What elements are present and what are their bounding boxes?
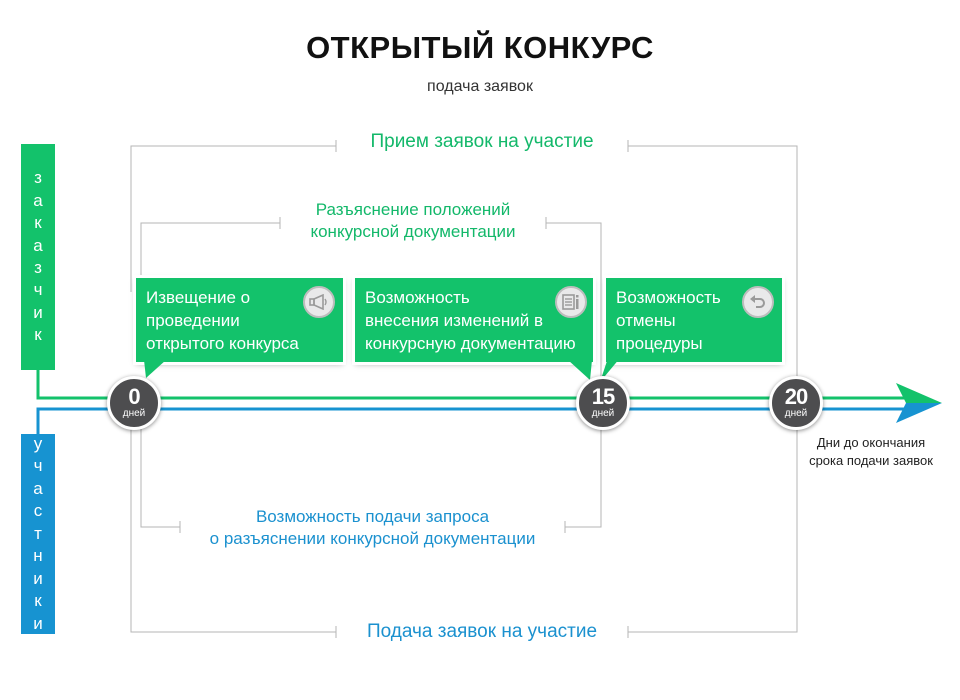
customer-letter: ч	[33, 280, 43, 300]
card-notice: Извещение о проведении открытого конкурс…	[136, 278, 343, 362]
customer-letter: а	[33, 235, 43, 255]
day-marker-15: 15 дней	[576, 376, 630, 430]
request-label-line2: о разъяснении конкурсной документации	[209, 529, 536, 548]
card-changes: Возможность внесения изменений в конкурс…	[355, 278, 593, 362]
days-caption-line1: Дни до окончания	[816, 435, 926, 450]
clarify-bracket-line	[140, 222, 602, 380]
card-cancel: Возможность отмены процедуры	[606, 278, 782, 362]
customer-label: з а к а з ч и к	[21, 144, 55, 370]
participants-letter: к	[34, 591, 42, 611]
card-changes-line: Возможность	[365, 288, 470, 307]
timeline-arrow-blue	[896, 403, 942, 423]
day-marker-0: 0 дней	[107, 376, 161, 430]
accept-bracket-line	[130, 145, 798, 414]
day-unit: дней	[591, 408, 615, 419]
request-bracket-line	[140, 428, 602, 528]
timeline-arrow-green	[896, 383, 942, 403]
card-changes-pointer	[568, 360, 592, 380]
participants-letter: у	[33, 434, 43, 454]
customer-letter: з	[34, 258, 42, 277]
card-changes-line: внесения изменений в	[365, 311, 544, 330]
submit-bracket-line	[130, 428, 798, 633]
card-notice-line: открытого конкурса	[146, 334, 299, 353]
card-cancel-line: отмены	[616, 311, 676, 330]
customer-letter: к	[34, 213, 42, 233]
day-unit: дней	[122, 408, 146, 419]
participants-label: у ч а с т н и к и	[21, 434, 55, 634]
submit-applications-label: Подача заявок на участие	[342, 620, 622, 643]
day-number: 20	[784, 384, 808, 409]
participants-letter: с	[33, 501, 43, 521]
days-caption: Дни до окончания срока подачи заявок	[786, 434, 956, 470]
page-subtitle: подача заявок	[427, 78, 533, 95]
undo-icon	[742, 286, 774, 318]
page-title: ОТКРЫТЫЙ КОНКУРС	[306, 30, 654, 65]
card-changes-line: конкурсную документацию	[365, 334, 576, 353]
participants-letter: а	[33, 478, 43, 498]
participants-letter: и	[33, 613, 43, 633]
day-number: 15	[591, 384, 615, 409]
customer-letter: к	[34, 325, 42, 345]
day-number: 0	[128, 384, 140, 409]
request-label-line1: Возможность подачи запроса	[255, 507, 490, 526]
card-notice-pointer	[144, 360, 166, 378]
day-marker-20: 20 дней	[769, 376, 823, 430]
day-unit: дней	[784, 408, 808, 419]
clarification-label-line2: конкурсной документации	[310, 222, 516, 241]
clarification-label: Разъяснение положений конкурсной докумен…	[286, 199, 540, 243]
card-notice-line: Извещение о	[146, 288, 251, 307]
participants-letter: ч	[33, 456, 43, 476]
customer-connector	[36, 370, 110, 400]
accept-applications-label: Прием заявок на участие	[342, 130, 622, 153]
request-clarification-label: Возможность подачи запроса о разъяснении…	[186, 506, 559, 550]
clarification-label-line1: Разъяснение положений	[315, 200, 511, 219]
megaphone-icon	[303, 286, 335, 318]
card-cancel-line: Возможность	[616, 288, 721, 307]
participants-letter: и	[33, 568, 43, 588]
card-notice-line: проведении	[146, 311, 240, 330]
customer-letter: а	[33, 190, 43, 210]
card-cancel-line: процедуры	[616, 334, 703, 353]
days-caption-line2: срока подачи заявок	[809, 453, 933, 468]
document-info-icon	[555, 286, 587, 318]
customer-letter: и	[33, 302, 43, 322]
customer-letter: з	[34, 168, 42, 188]
participants-letter: н	[33, 546, 43, 566]
participants-letter: т	[34, 523, 42, 543]
participants-connector	[36, 407, 110, 434]
